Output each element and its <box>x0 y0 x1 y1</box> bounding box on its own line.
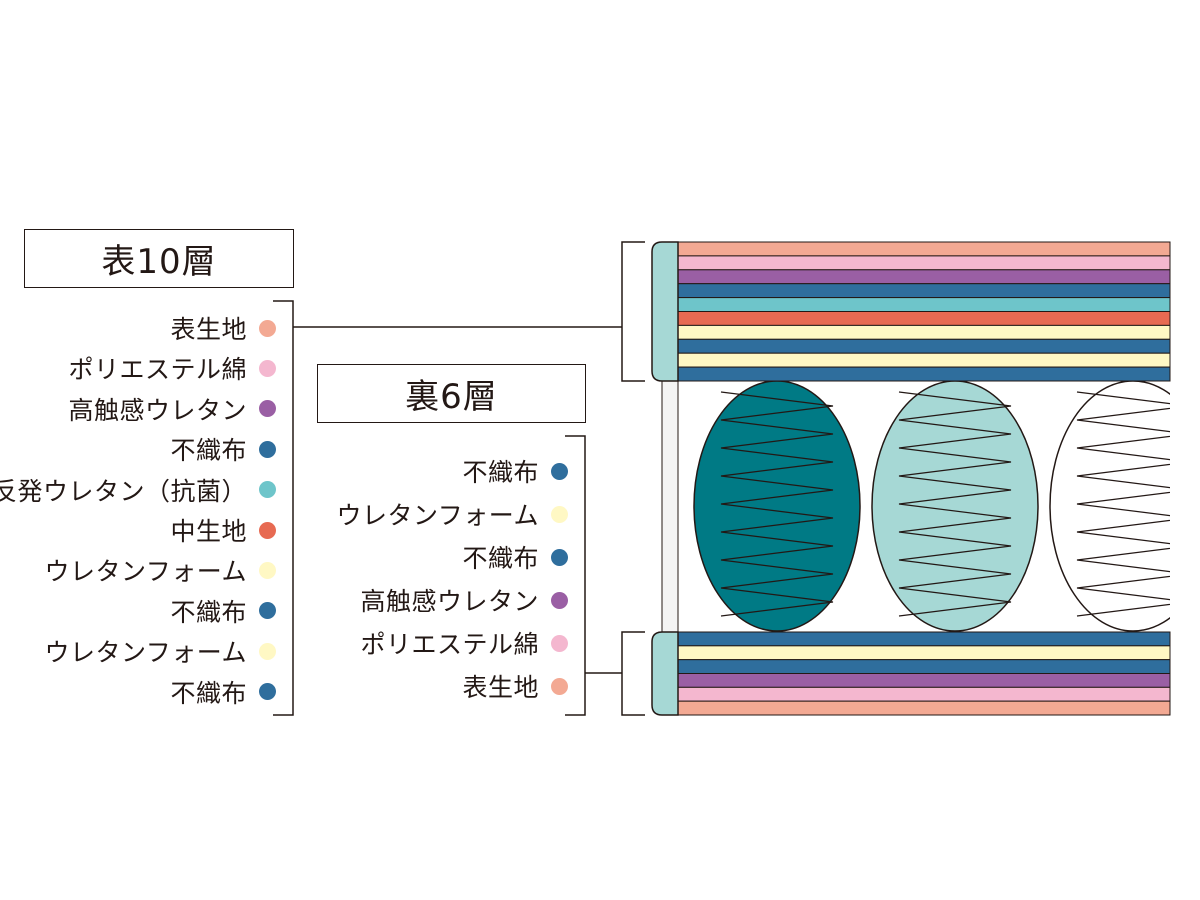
top-layer-band <box>677 352 1171 368</box>
bottom-layer-band <box>677 645 1171 661</box>
top-legend-color-dot <box>259 683 276 701</box>
top-legend-item: 不織布 <box>170 593 276 629</box>
back-layers-legend: 不織布ウレタンフォーム不織布高触感ウレタンポリエステル綿表生地 <box>0 0 568 900</box>
back-legend-label: ポリエステル綿 <box>360 630 539 659</box>
back-legend-item: 不織布 <box>462 453 568 489</box>
back-legend-label: 表生地 <box>462 673 539 702</box>
bottom-layer-band <box>677 700 1171 716</box>
top-legend-item: 表生地 <box>170 310 276 346</box>
top-legend-item: ウレタンフォーム <box>44 552 276 588</box>
back-legend-color-dot <box>551 505 568 523</box>
back-legend-item: ポリエステル綿 <box>360 625 568 661</box>
top-layer-band <box>677 338 1171 354</box>
bottom-stack-bracket <box>621 631 645 716</box>
top-legend-color-dot <box>259 642 276 660</box>
back-layers-title: 裏6層 <box>317 364 586 423</box>
bottom-layer-band <box>677 659 1171 675</box>
top-legend-label: 高反発ウレタン（抗菌） <box>0 476 247 506</box>
back-legend-item: 不織布 <box>462 539 568 575</box>
top-legend-label: ポリエステル綿 <box>68 355 247 385</box>
top-stack-bracket <box>621 241 645 382</box>
top-legend-color-dot <box>259 319 276 337</box>
top-layer-band <box>677 324 1171 340</box>
bottom-side-panel <box>651 631 679 716</box>
top-legend-label: ウレタンフォーム <box>44 557 247 587</box>
back-legend-bracket <box>565 435 586 716</box>
top-side-panel <box>651 241 679 382</box>
spring-pocket <box>1049 381 1170 632</box>
top-legend-item: ウレタンフォーム <box>44 633 276 669</box>
top-legend-color-dot <box>259 521 276 539</box>
back-legend-label: 高触感ウレタン <box>360 587 539 616</box>
top-layer-band <box>677 255 1171 271</box>
coil-spring <box>898 391 1012 617</box>
back-legend-label: ウレタンフォーム <box>336 501 539 530</box>
back-legend-label: 不織布 <box>462 544 539 573</box>
back-legend-color-dot <box>551 548 568 566</box>
top-layer-band <box>677 366 1171 382</box>
top-layers-legend: 表生地ポリエステル綿高触感ウレタン不織布高反発ウレタン（抗菌）中生地ウレタンフォ… <box>0 0 276 900</box>
top-layer-band <box>677 241 1171 257</box>
side-border-panel <box>661 380 679 633</box>
top-layers-title-text: 表10層 <box>101 242 217 282</box>
top-legend-item: 不織布 <box>170 674 276 710</box>
top-legend-item: 中生地 <box>170 512 276 548</box>
top-legend-color-dot <box>259 440 276 458</box>
top-layer-band <box>677 311 1171 326</box>
spring-pocket <box>871 381 1039 632</box>
back-legend-color-dot <box>551 634 568 652</box>
top-layer-band <box>677 297 1171 313</box>
top-layers-title: 表10層 <box>24 229 294 288</box>
top-layer-stack <box>677 241 1171 382</box>
top-legend-label: 中生地 <box>170 517 247 546</box>
back-legend-color-dot <box>551 462 568 480</box>
coil-spring <box>1076 391 1170 617</box>
coil-spring <box>720 391 834 617</box>
back-legend-label: 不織布 <box>462 458 539 487</box>
top-legend-label: 高触感ウレタン <box>68 395 247 425</box>
top-legend-label: 不織布 <box>170 597 247 627</box>
top-legend-color-dot <box>259 602 276 620</box>
spring-pocket <box>693 381 861 632</box>
top-legend-item: 高反発ウレタン（抗菌） <box>0 472 276 508</box>
top-legend-color-dot <box>259 359 276 377</box>
top-layer-band <box>677 283 1171 299</box>
top-layer-band <box>677 269 1171 285</box>
top-legend-label: 表生地 <box>170 315 247 344</box>
bottom-layer-band <box>677 631 1171 647</box>
top-legend-item: 不織布 <box>170 431 276 467</box>
pocket-springs <box>693 381 1170 632</box>
top-legend-label: ウレタンフォーム <box>44 638 247 668</box>
top-legend-label: 不織布 <box>170 436 247 466</box>
bottom-layer-band <box>677 686 1171 702</box>
top-legend-item: 高触感ウレタン <box>68 391 276 427</box>
back-legend-item: 表生地 <box>462 668 568 704</box>
top-legend-bracket <box>273 300 294 716</box>
back-layers-title-text: 裏6層 <box>405 377 498 417</box>
top-legend-color-dot <box>259 400 276 418</box>
top-legend-color-dot <box>259 561 276 579</box>
top-legend-color-dot <box>259 481 276 499</box>
top-legend-label: 不織布 <box>170 678 247 708</box>
back-legend-item: ウレタンフォーム <box>336 496 568 532</box>
top-legend-item: ポリエステル綿 <box>68 350 276 386</box>
back-legend-item: 高触感ウレタン <box>360 582 568 618</box>
back-legend-color-dot <box>551 677 568 695</box>
bottom-layer-stack <box>677 631 1171 716</box>
back-legend-color-dot <box>551 591 568 609</box>
bottom-layer-band <box>677 673 1171 688</box>
